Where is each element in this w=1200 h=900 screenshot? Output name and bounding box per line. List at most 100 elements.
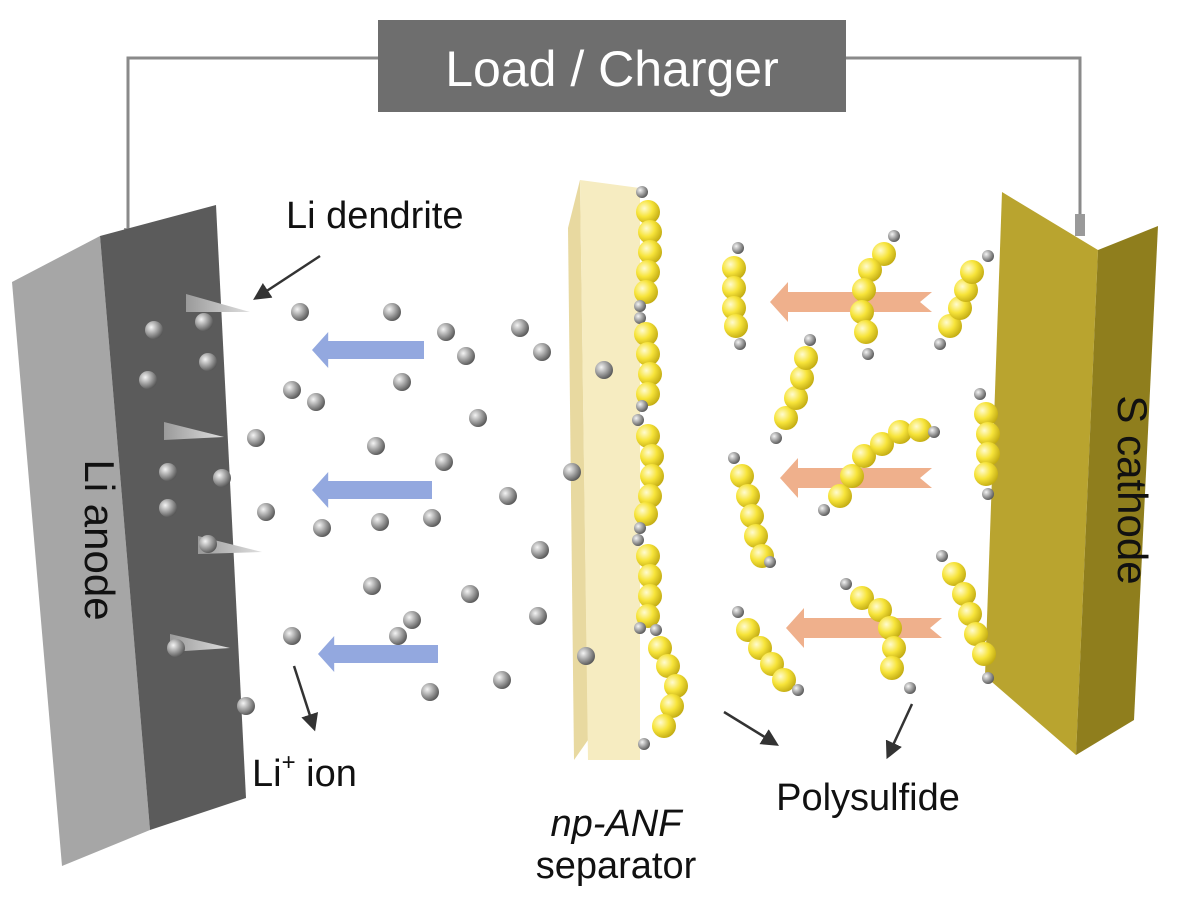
pointer-arrows	[253, 254, 914, 760]
li-atom	[167, 639, 185, 657]
li-atom	[257, 503, 275, 521]
polysulfide-end-atom	[888, 230, 900, 242]
sulfur-atom	[888, 420, 912, 444]
li-atom	[307, 393, 325, 411]
ion-label: Li+ ion	[252, 749, 357, 795]
sulfur-atom	[640, 444, 664, 468]
sulfur-atom	[958, 602, 982, 626]
polysulfide-end-atom	[634, 300, 646, 312]
anode-label: Li anode	[76, 459, 123, 620]
polysulfide-end-atom	[770, 432, 782, 444]
sulfur-atom	[648, 636, 672, 660]
cathode-terminal	[1075, 214, 1085, 236]
separator-label: separator	[536, 845, 697, 887]
cathode-side-face	[1076, 226, 1158, 755]
sulfur-atom	[976, 442, 1000, 466]
polysulfide-chain	[936, 550, 996, 684]
anode-side-face	[12, 236, 150, 866]
polysulfide-label: Polysulfide	[776, 777, 960, 819]
polysulfide-end-atom	[650, 624, 662, 636]
polysulfide-chain	[728, 452, 776, 568]
li-atom	[283, 627, 301, 645]
sulfur-atom	[852, 444, 876, 468]
li-atom	[291, 303, 309, 321]
sulfur-atom	[952, 582, 976, 606]
polysulfide-end-atom	[636, 400, 648, 412]
polysulfide-end-atom	[792, 684, 804, 696]
dendrite-spike	[186, 294, 250, 312]
migration-arrow	[786, 608, 942, 648]
polysulfide-end-atom	[636, 186, 648, 198]
polysulfide-end-atom	[936, 550, 948, 562]
li-atom	[145, 321, 163, 339]
li-atom	[563, 463, 581, 481]
li-atom	[531, 541, 549, 559]
migration-arrows	[312, 282, 942, 672]
polysulfide-chain	[634, 312, 662, 412]
sulfur-atom	[870, 432, 894, 456]
li-atom	[461, 585, 479, 603]
sulfur-atom	[638, 564, 662, 588]
sulfur-atom	[636, 342, 660, 366]
polysulfide-chain	[818, 418, 940, 516]
sulfur-atom	[882, 636, 906, 660]
sulfur-atom	[828, 484, 852, 508]
sulfur-atom	[908, 418, 932, 442]
li-atom	[363, 577, 381, 595]
li-atom	[389, 627, 407, 645]
sulfur-atom	[974, 462, 998, 486]
sulfur-atom	[938, 314, 962, 338]
polysulfide-end-atom	[982, 488, 994, 500]
sulfur-atom	[850, 586, 874, 610]
sulfur-atom	[850, 300, 874, 324]
li-atom	[403, 611, 421, 629]
li-atom	[533, 343, 551, 361]
li-atom	[499, 487, 517, 505]
li-atom	[139, 371, 157, 389]
sulfur-atom	[652, 714, 676, 738]
polysulfide-chain	[770, 334, 818, 444]
migration-arrow	[318, 636, 438, 672]
sulfur-atom	[656, 654, 680, 678]
sulfur-atom	[664, 674, 688, 698]
sulfur-atom	[772, 668, 796, 692]
polysulfide-end-atom	[818, 504, 830, 516]
polysulfide-end-atom	[840, 578, 852, 590]
ion-label-superscript: +	[282, 749, 296, 776]
polysulfide-pointer-left	[723, 710, 779, 746]
sulfur-atom	[974, 402, 998, 426]
sulfur-atom	[638, 240, 662, 264]
sulfur-atom	[636, 604, 660, 628]
load-charger-box: Load / Charger	[378, 20, 846, 112]
li-atom	[457, 347, 475, 365]
sulfur-atom	[960, 260, 984, 284]
cathode-label: S cathode	[1109, 395, 1156, 584]
migration-arrow	[312, 332, 424, 368]
sulfur-atom	[638, 220, 662, 244]
separator-label-italic: np-ANF	[551, 803, 684, 845]
sulfur-atom	[858, 258, 882, 282]
polysulfide-end-atom	[862, 348, 874, 360]
li-atom	[493, 671, 511, 689]
sulfur-atom	[790, 366, 814, 390]
sulfur-atom	[852, 278, 876, 302]
polysulfide-end-atom	[764, 556, 776, 568]
li-atom	[283, 381, 301, 399]
s-cathode: S cathode	[985, 192, 1158, 755]
sulfur-atom	[634, 502, 658, 526]
li-atom	[159, 499, 177, 517]
sulfur-atom	[942, 562, 966, 586]
sulfur-atom	[722, 276, 746, 300]
sulfur-atom	[868, 598, 892, 622]
sulfur-atom	[636, 424, 660, 448]
polysulfide-end-atom	[632, 414, 644, 426]
sulfur-atom	[976, 422, 1000, 446]
dendrite-spike	[164, 422, 224, 440]
polysulfide-chain	[632, 534, 662, 634]
sulfur-atom	[722, 296, 746, 320]
load-charger-label: Load / Charger	[445, 41, 779, 97]
li-atom	[393, 373, 411, 391]
polysulfide-end-atom	[728, 452, 740, 464]
sulfur-atom	[840, 464, 864, 488]
